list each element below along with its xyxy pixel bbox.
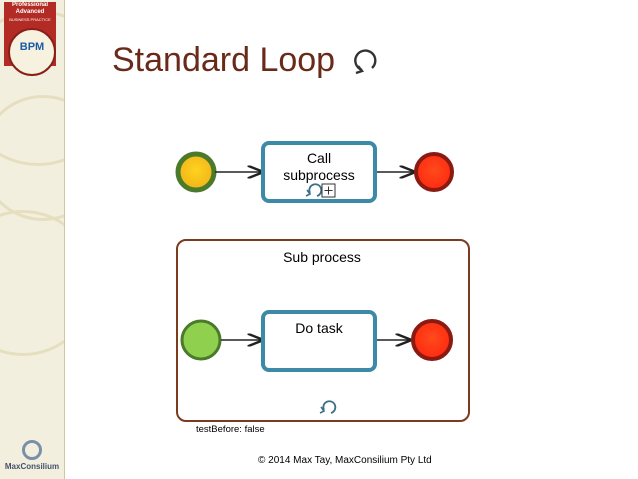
- loop-icon: [305, 183, 323, 197]
- certification-badge: Professional Advanced BUSINESS PRACTICE …: [4, 2, 56, 76]
- sidebar: Professional Advanced BUSINESS PRACTICE …: [0, 0, 65, 479]
- page-title: Standard Loop: [112, 41, 336, 79]
- copyright-footer: © 2014 Max Tay, MaxConsilium Pty Ltd: [258, 455, 432, 466]
- bpm-seal-icon: BPM: [8, 28, 56, 76]
- subprocess-label: Sub process: [283, 249, 361, 265]
- start-event-icon: [175, 151, 217, 193]
- call-activity-label-line1: Call: [306, 150, 332, 166]
- seal-text: BPM: [19, 41, 45, 53]
- test-before-annotation: testBefore: false: [196, 424, 265, 435]
- call-activity-label: Call subprocess: [263, 150, 375, 184]
- loop-icon: [319, 400, 337, 414]
- loop-icon: [354, 49, 377, 75]
- task-box: [261, 310, 377, 372]
- end-event-icon: [411, 319, 453, 361]
- badge-line-1: Professional: [11, 2, 48, 8]
- badge-line-2: Advanced: [15, 9, 45, 15]
- maxconsilium-mark-icon: [22, 440, 42, 460]
- collapsed-subprocess-plus-icon: [321, 183, 336, 198]
- badge-subtext: BUSINESS PRACTICE: [9, 17, 51, 22]
- task-label: Do task: [295, 320, 343, 336]
- call-activity-box: [261, 141, 377, 203]
- start-event-icon: [180, 319, 222, 361]
- maxconsilium-logo: MaxConsilium: [0, 437, 64, 477]
- call-activity-label-line2: subprocess: [283, 167, 355, 183]
- logo-text: MaxConsilium: [4, 462, 60, 471]
- end-event-icon: [414, 152, 454, 192]
- decorative-circle: [0, 210, 64, 356]
